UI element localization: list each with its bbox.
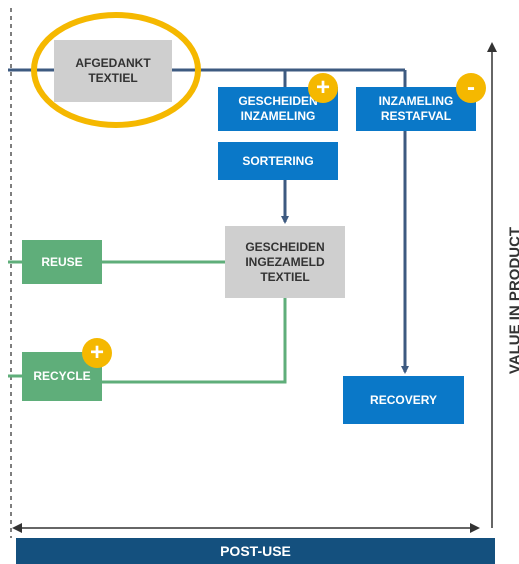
node-recovery: RECOVERY — [343, 376, 464, 424]
plus-badge-recycle: + — [82, 338, 112, 368]
node-sortering: SORTERING — [218, 142, 338, 180]
value-in-product-label: VALUE IN PRODUCT — [506, 226, 519, 375]
highlight-ellipse — [31, 12, 201, 128]
node-gescheiden-ingezameld-textiel: GESCHEIDEN INGEZAMELD TEXTIEL — [225, 226, 345, 298]
plus-badge-gescheiden: + — [308, 73, 338, 103]
node-reuse: REUSE — [22, 240, 102, 284]
node-gescheiden-inzameling: GESCHEIDEN INZAMELING — [218, 87, 338, 131]
node-inzameling-restafval: INZAMELING RESTAFVAL — [356, 87, 476, 131]
post-use-label: POST-USE — [220, 543, 291, 559]
flow-textiel-to-recycle — [102, 298, 287, 384]
node-afgedankt-textiel: AFGEDANKT TEXTIEL — [54, 40, 172, 102]
minus-badge-restafval: - — [456, 73, 486, 103]
post-use-bar: POST-USE — [16, 538, 495, 564]
